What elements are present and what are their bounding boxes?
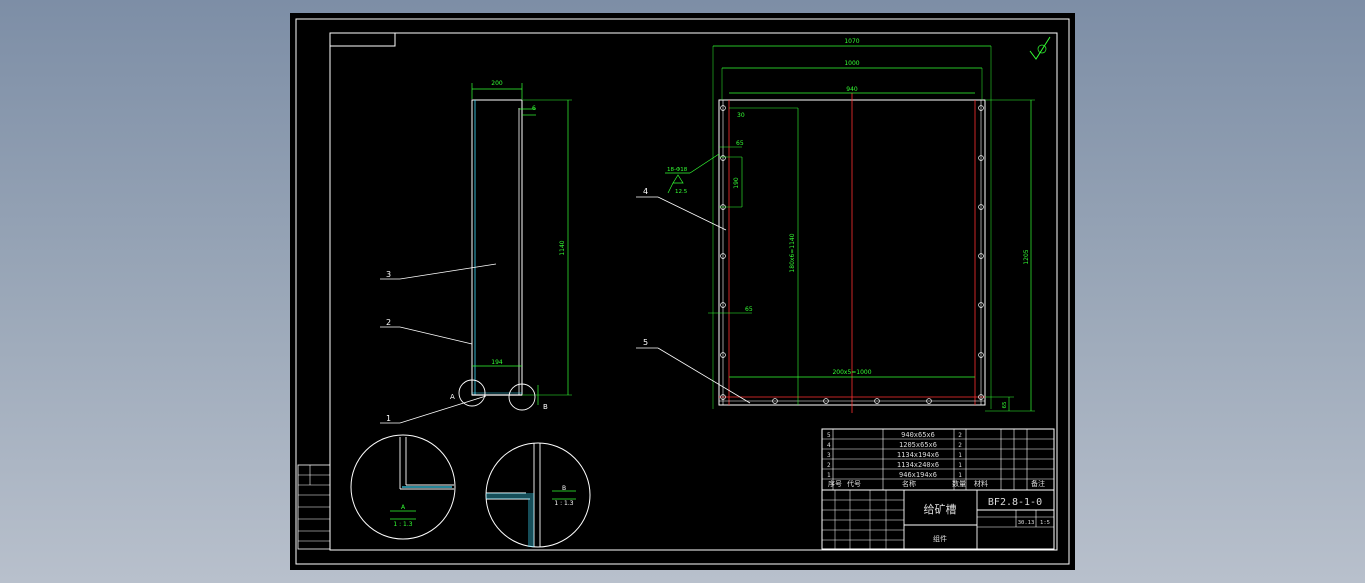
dim-horizontal-pattern: 200x5=1000	[832, 369, 871, 376]
weight-value: 30.13	[1018, 520, 1035, 526]
parts-row-spec: 940x65x6	[901, 431, 935, 439]
side-info-column	[297, 464, 331, 550]
header-note: 备注	[1031, 479, 1045, 488]
drawing-number: BF2.8-1-0	[988, 497, 1042, 508]
detail-a-scale: 1 : 1.3	[393, 521, 412, 528]
header-material: 材料	[974, 479, 988, 488]
bolt-hole	[978, 105, 984, 111]
bolt-hole	[720, 105, 726, 111]
part-name: 给矿槽	[924, 503, 957, 516]
bolt-hole	[720, 253, 726, 259]
callout-3: 3	[386, 270, 391, 279]
parts-list: 5 940x65x6 2 4 1205x65x6 2 3 1134x194x6 1 2 1134x2…	[822, 431, 1054, 480]
bolt-hole-pattern	[720, 105, 984, 404]
dim-height: 1140	[559, 240, 566, 255]
parts-row-no: 1	[827, 472, 831, 479]
bolt-hole	[978, 253, 984, 259]
title-block: 5 940x65x6 2 4 1205x65x6 2 3 1134x194x6 1 2 1134x2…	[821, 428, 1055, 550]
callout-2: 2	[386, 318, 391, 327]
detail-marker-a: A	[450, 393, 455, 401]
detail-a-circle	[350, 434, 456, 540]
dim-offset-top: 30	[737, 112, 745, 119]
detail-b-view: B 1 : 1.3	[485, 442, 591, 548]
parts-row-qty: 1	[958, 452, 962, 459]
bolt-hole	[823, 398, 829, 404]
bolt-hole	[978, 204, 984, 210]
parts-row-no: 3	[827, 452, 831, 459]
outer-border	[295, 18, 1070, 565]
parts-row-qty: 2	[958, 442, 962, 449]
cad-viewport[interactable]: 200 6 1140 194 A B 3 2 1 A	[290, 13, 1075, 570]
parts-row-spec: 1205x65x6	[899, 441, 937, 449]
detail-b-scale: 1 : 1.3	[554, 500, 573, 507]
parts-row-no: 5	[827, 432, 831, 439]
front-view: 1070 1000 940 30 65 190 180x6=1140 1205 …	[636, 36, 1051, 413]
bolt-hole	[720, 155, 726, 161]
detail-a-view: A 1 : 1.3	[350, 434, 456, 540]
header-no: 序号	[828, 479, 842, 488]
dim-top-width: 200	[491, 80, 503, 87]
parts-row-spec: 1134x194x6	[897, 451, 939, 459]
header-name: 名称	[902, 479, 916, 488]
dim-bottom-offset: 65	[1002, 401, 1008, 408]
dim-offset-lower: 65	[745, 306, 753, 313]
bolt-hole	[720, 394, 726, 400]
checkmark-icon	[1029, 36, 1051, 60]
header-code: 代号	[847, 479, 861, 488]
hole-spec: 18-Φ18	[667, 167, 688, 173]
callout-4: 4	[643, 187, 648, 196]
bolt-hole	[720, 302, 726, 308]
cad-drawing: 200 6 1140 194 A B 3 2 1 A	[295, 18, 1070, 565]
bolt-hole	[978, 352, 984, 358]
dim-vertical-pattern: 180x6=1140	[789, 233, 796, 272]
detail-circle-a	[458, 379, 486, 407]
detail-circle-b	[508, 383, 536, 411]
side-view: 200 6 1140 194 A B 3 2 1	[380, 80, 572, 424]
dim-hole-pitch: 65	[736, 140, 744, 147]
bolt-hole	[978, 155, 984, 161]
detail-b-label: B	[562, 485, 566, 492]
parts-row-spec: 1134x240x6	[897, 461, 939, 469]
roughness-value: 12.5	[675, 189, 688, 195]
detail-marker-b: B	[543, 403, 548, 411]
assembly-label: 组件	[933, 534, 947, 543]
detail-b-circle	[485, 442, 591, 548]
dim-wall: 6	[532, 105, 536, 112]
roughness-symbol	[672, 174, 684, 184]
bolt-hole	[720, 352, 726, 358]
callout-1: 1	[386, 414, 391, 423]
bolt-hole	[926, 398, 932, 404]
bolt-hole	[978, 394, 984, 400]
code-box	[329, 32, 396, 47]
dim-inner: 1000	[844, 60, 859, 67]
parts-row-no: 4	[827, 442, 831, 449]
detail-a-label: A	[401, 504, 406, 511]
parts-row-qty: 1	[958, 472, 962, 479]
parts-row-qty: 2	[958, 432, 962, 439]
side-view-body	[471, 99, 523, 396]
callout-5: 5	[643, 338, 648, 347]
dim-bottom: 194	[491, 359, 503, 366]
header-qty: 数量	[952, 479, 966, 488]
dim-span: 940	[846, 86, 858, 93]
bolt-hole	[978, 302, 984, 308]
parts-row-qty: 1	[958, 462, 962, 469]
inner-border	[329, 32, 1058, 551]
parts-row-spec: 946x194x6	[899, 471, 937, 479]
scale-value: 1:5	[1040, 520, 1050, 526]
bolt-hole	[772, 398, 778, 404]
dim-height-front: 1205	[1023, 249, 1030, 264]
bolt-hole	[874, 398, 880, 404]
dim-hole-spacing: 190	[733, 177, 740, 189]
parts-row-no: 2	[827, 462, 831, 469]
dim-overall: 1070	[844, 38, 859, 45]
